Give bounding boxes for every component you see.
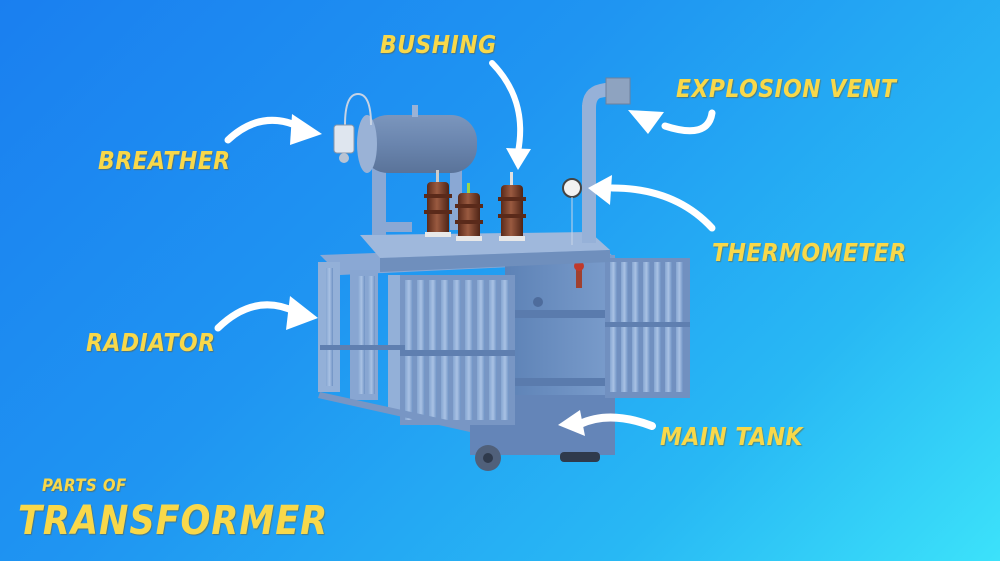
label-main-tank: MAIN TANK: [660, 422, 803, 451]
radiator-right: [605, 258, 690, 398]
title-parts-of: PARTS OF: [42, 476, 127, 496]
bushings: [424, 170, 526, 241]
label-thermometer: THERMOMETER: [712, 238, 907, 267]
breather: [333, 92, 372, 163]
thermometer-arrow-icon: [608, 184, 716, 232]
bushing-arrow-icon: [489, 60, 524, 155]
title-transformer: TRANSFORMER: [18, 498, 329, 544]
explosion-vent: [582, 77, 631, 243]
label-explosion-vent: EXPLOSION VENT: [676, 74, 897, 103]
radiator-arrow-icon: [214, 301, 300, 332]
thermometer: [562, 178, 582, 245]
conservator: [357, 105, 477, 235]
radiator: [318, 262, 515, 432]
label-breather: BREATHER: [98, 146, 231, 175]
annotation-arrows: [214, 60, 716, 436]
label-radiator: RADIATOR: [86, 328, 216, 357]
label-bushing: BUSHING: [380, 30, 497, 59]
explosion-vent-arrow-icon: [661, 109, 716, 135]
main-tank-arrow-icon: [576, 413, 656, 430]
